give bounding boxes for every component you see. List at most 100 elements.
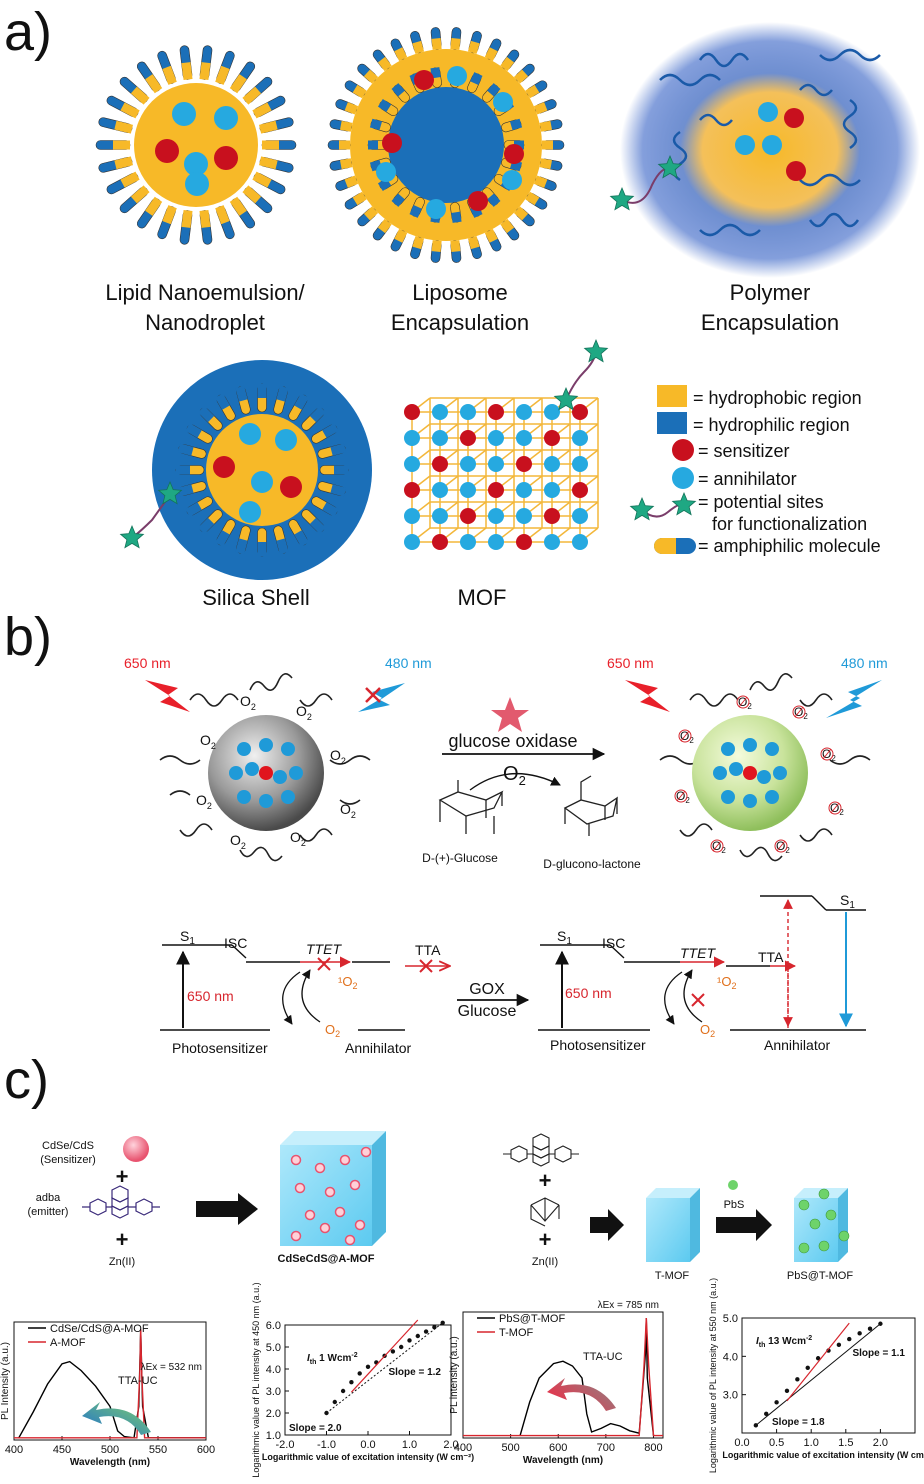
t-mof-cube-top [646, 1188, 700, 1198]
x-tick-label: 1.0 [402, 1439, 417, 1451]
legend-amphiphilic-text: = amphiphilic molecule [698, 536, 881, 556]
cdse-label: CdSe/CdS [42, 1140, 94, 1152]
threshold-annotation: Ith 13 Wcm-2 [756, 1335, 812, 1349]
silica-label: Silica Shell [202, 585, 310, 610]
amphiphile [329, 158, 353, 171]
o2-label: O2 [230, 832, 246, 851]
data-point [784, 1388, 790, 1394]
amphiphile [235, 385, 251, 415]
quantum-dot [290, 1154, 302, 1166]
adba-molecule [82, 1185, 160, 1219]
amphiphile [525, 80, 548, 99]
amphiphile [377, 99, 399, 117]
amphiphile [484, 38, 502, 62]
polymer-label-line1: Polymer [730, 280, 811, 305]
annihilator-dot [237, 790, 251, 804]
panel-a-label: a) [4, 2, 52, 62]
x-tick-label: 2.0 [873, 1437, 888, 1449]
functional-star-icon [553, 386, 579, 411]
data-point [340, 1388, 346, 1394]
mof-annihilator [516, 482, 532, 498]
lipid-annihilator [172, 102, 196, 126]
amphiphile [391, 83, 410, 103]
polymer-particle: Polymer Encapsulation [620, 22, 920, 335]
fit-line-high [350, 1319, 419, 1393]
polymer-annihilator [762, 135, 782, 155]
t-mof-cube-side [690, 1188, 700, 1262]
a-mof-cube-side [372, 1131, 386, 1246]
lipid-annihilator [184, 152, 208, 176]
annihilator-dot [281, 742, 295, 756]
pbs-dots [798, 1188, 850, 1254]
o2-label: O2 [296, 703, 312, 722]
synthesis-arrow-c [716, 1209, 772, 1241]
y-axis-label: PL Intensity (a.u.) [0, 1342, 11, 1420]
silica-annihilator [239, 423, 261, 445]
mof-annihilator [432, 404, 448, 420]
data-point [764, 1411, 769, 1417]
pbs-label: PbS [724, 1199, 745, 1211]
amphiphile [199, 209, 213, 245]
amphiphile [327, 140, 351, 150]
legend-label: CdSe/CdS@A-MOF [50, 1323, 149, 1335]
liposome: Liposome Encapsulation [327, 27, 565, 335]
amphiphile [235, 525, 251, 555]
excitation-annotation: λEx = 785 nm [598, 1300, 659, 1311]
polymer-annihilator [758, 102, 778, 122]
mof-sensitizer [432, 534, 448, 550]
reaction-o2: O2 [503, 763, 526, 788]
amphiphile [525, 191, 548, 210]
annihilator-dot [259, 738, 273, 752]
amphiphile [259, 117, 294, 134]
amphiphile [410, 31, 425, 54]
amphiphile [215, 393, 236, 421]
quantum-dot [360, 1146, 372, 1158]
a-mof-cube-top [280, 1131, 386, 1145]
amphiphile [119, 185, 150, 214]
amphiphile [257, 383, 267, 413]
amphiphile [450, 202, 462, 223]
data-point [332, 1399, 337, 1405]
silica-annihilator [239, 501, 261, 523]
amphiphile [344, 80, 367, 99]
t-mof-cube-front [646, 1198, 690, 1262]
left-singlet-o2: ¹O2 [338, 974, 357, 991]
y-tick-label: 2.0 [266, 1408, 281, 1420]
amphiphile [199, 45, 213, 81]
annihilator-dot [765, 790, 779, 804]
quantum-dot [354, 1219, 366, 1231]
series-line [519, 1317, 655, 1436]
x-tick-label: 600 [197, 1444, 215, 1456]
mof-annihilator [572, 456, 588, 472]
legend-amphiphilic-icon [654, 538, 696, 554]
functional-star-icon [629, 496, 655, 521]
plot-frame [462, 1311, 664, 1439]
amphiphile [533, 99, 557, 115]
mof-annihilator [460, 456, 476, 472]
left-s1: S1 [180, 928, 195, 947]
slope-low-annotation: Slope = 1.8 [772, 1417, 825, 1428]
o2-label: O2 [290, 829, 306, 848]
legend-hydrophilic-text: = hydrophilic region [693, 415, 850, 435]
amphiphile [311, 496, 339, 517]
amphiphile [106, 171, 140, 195]
annihilator-dot [729, 762, 743, 776]
mof-annihilator [404, 456, 420, 472]
mof-annihilator [544, 482, 560, 498]
annihilator-dot [743, 738, 757, 752]
left-wl-red: 650 nm [124, 655, 171, 671]
amphiphile [450, 240, 462, 263]
upconversion-arrow-icon [547, 1378, 616, 1411]
plot-frame [284, 1324, 452, 1436]
data-point [857, 1331, 862, 1336]
upconversion-arrow-icon [82, 1402, 151, 1435]
synthesis-t-mof: + + Zn(II) T-MOF PbS PbS@T-MOF [503, 1133, 853, 1282]
right-tta: TTA [758, 949, 784, 965]
amphiphile [288, 519, 309, 547]
gox-glucose: Glucose [458, 1003, 517, 1020]
x-tick-label: 450 [53, 1444, 71, 1456]
data-point [357, 1371, 362, 1376]
mof-sensitizer [544, 508, 560, 524]
y-tick-label: 1.0 [266, 1430, 281, 1442]
